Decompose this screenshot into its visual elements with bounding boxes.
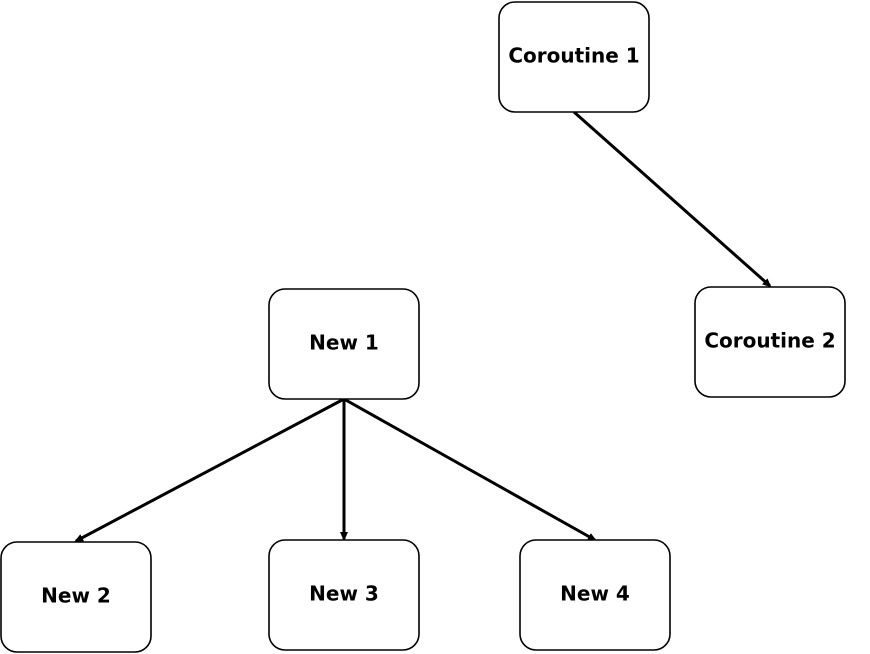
node-label-coroutine-2: Coroutine 2 (704, 329, 835, 353)
node-new-3[interactable]: New 3 (268, 539, 420, 651)
edge-new1-to-new2 (74, 397, 345, 543)
node-label-new-4: New 4 (560, 582, 630, 606)
node-new-1[interactable]: New 1 (268, 288, 420, 400)
edge-coroutine1-to-coroutine2 (573, 110, 772, 288)
node-label-new-2: New 2 (41, 584, 111, 608)
node-label-new-1: New 1 (309, 331, 379, 355)
edge-new1-to-new4 (343, 397, 597, 542)
node-coroutine-2[interactable]: Coroutine 2 (694, 286, 846, 398)
node-label-coroutine-1: Coroutine 1 (508, 44, 639, 68)
node-coroutine-1[interactable]: Coroutine 1 (498, 1, 650, 113)
node-label-new-3: New 3 (309, 582, 379, 606)
node-new-2[interactable]: New 2 (0, 541, 152, 653)
edges (74, 110, 772, 543)
node-new-4[interactable]: New 4 (519, 539, 671, 651)
